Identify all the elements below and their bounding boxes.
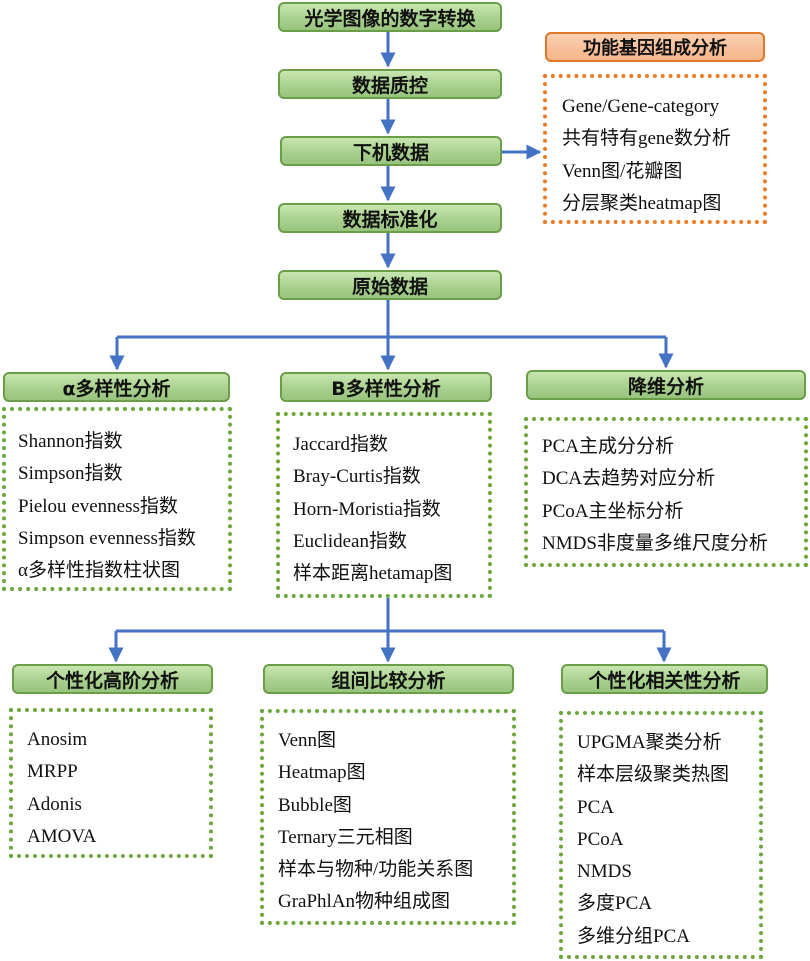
group-comparison-item: 样本与物种/功能关系图: [278, 859, 474, 881]
group-comparison-item: Heatmap图: [278, 762, 366, 784]
personalized-advanced-item: Anosim: [27, 729, 88, 750]
step-original-data-box: 原始数据: [278, 270, 502, 300]
beta-diversity-list: Jaccard指数 Bray-Curtis指数 Horn-Moristia指数 …: [276, 412, 492, 598]
beta-diversity-item: Jaccard指数: [293, 434, 388, 455]
functional-gene-item: Gene/Gene-category: [562, 96, 720, 117]
personalized-correlation-item: PCA: [577, 796, 614, 818]
personalized-advanced-list: Anosim MRPP Adonis AMOVA: [9, 708, 213, 858]
functional-gene-list: Gene/Gene-category 共有特有gene数分析 Venn图/花瓣图…: [543, 74, 767, 224]
alpha-diversity-item: Simpson evenness指数: [18, 527, 196, 549]
beta-diversity-item: Horn-Moristia指数: [293, 498, 441, 520]
step-digital-conversion-box: 光学图像的数字转换: [278, 2, 502, 32]
alpha-diversity-item: α多样性指数柱状图: [18, 560, 180, 582]
alpha-diversity-item: Shannon指数: [18, 431, 123, 452]
dimension-reduction-box: 降维分析: [526, 370, 806, 400]
group-comparison-item: Bubble图: [278, 794, 352, 816]
alpha-diversity-item: Pielou evenness指数: [18, 495, 178, 517]
beta-diversity-item: Euclidean指数: [293, 530, 407, 552]
functional-gene-item: 共有特有gene数分析: [562, 128, 731, 150]
step-data-qc-box: 数据质控: [278, 69, 502, 99]
personalized-advanced-item: AMOVA: [27, 825, 97, 847]
group-comparison-item: GraPhlAn物种组成图: [278, 891, 451, 913]
beta-diversity-item: 样本距离hetamap图: [293, 563, 453, 585]
alpha-diversity-list: Shannon指数 Simpson指数 Pielou evenness指数 Si…: [2, 407, 232, 591]
personalized-correlation-item: 多度PCA: [577, 893, 652, 915]
group-comparison-item: Ternary三元相图: [278, 826, 413, 848]
personalized-correlation-item: 样本层级聚类热图: [577, 764, 730, 786]
dimension-reduction-item: PCA主成分分析: [542, 436, 674, 457]
dimension-reduction-list: PCA主成分分析 DCA去趋势对应分析 PCoA主坐标分析 NMDS非度量多维尺…: [524, 417, 808, 567]
functional-gene-item: 分层聚类heatmap图: [562, 192, 722, 214]
functional-gene-title-box: 功能基因组成分析: [545, 32, 765, 62]
personalized-advanced-box: 个性化高阶分析: [12, 664, 213, 694]
group-comparison-list: Venn图 Heatmap图 Bubble图 Ternary三元相图 样本与物种…: [260, 709, 516, 925]
alpha-diversity-item: Simpson指数: [18, 463, 123, 485]
beta-diversity-box: Β多样性分析: [280, 372, 492, 402]
step-raw-output-box: 下机数据: [280, 136, 502, 166]
personalized-correlation-item: PCoA: [577, 828, 624, 850]
dimension-reduction-item: DCA去趋势对应分析: [542, 468, 716, 490]
step-normalization-box: 数据标准化: [278, 203, 502, 233]
personalized-correlation-item: 多维分组PCA: [577, 925, 690, 947]
personalized-correlation-item: UPGMA聚类分析: [577, 732, 722, 753]
personalized-correlation-box: 个性化相关性分析: [561, 664, 768, 694]
personalized-advanced-item: Adonis: [27, 793, 82, 815]
personalized-correlation-item: NMDS: [577, 861, 632, 883]
dimension-reduction-item: NMDS非度量多维尺度分析: [542, 532, 768, 554]
personalized-correlation-list: UPGMA聚类分析 样本层级聚类热图 PCA PCoA NMDS 多度PCA 多…: [559, 711, 763, 959]
personalized-advanced-item: MRPP: [27, 761, 78, 783]
dimension-reduction-item: PCoA主坐标分析: [542, 500, 684, 522]
functional-gene-item: Venn图/花瓣图: [562, 160, 683, 182]
group-comparison-item: Venn图: [278, 730, 337, 751]
group-comparison-box: 组间比较分析: [263, 664, 514, 694]
beta-diversity-item: Bray-Curtis指数: [293, 466, 421, 488]
alpha-diversity-box: α多样性分析: [3, 372, 230, 402]
